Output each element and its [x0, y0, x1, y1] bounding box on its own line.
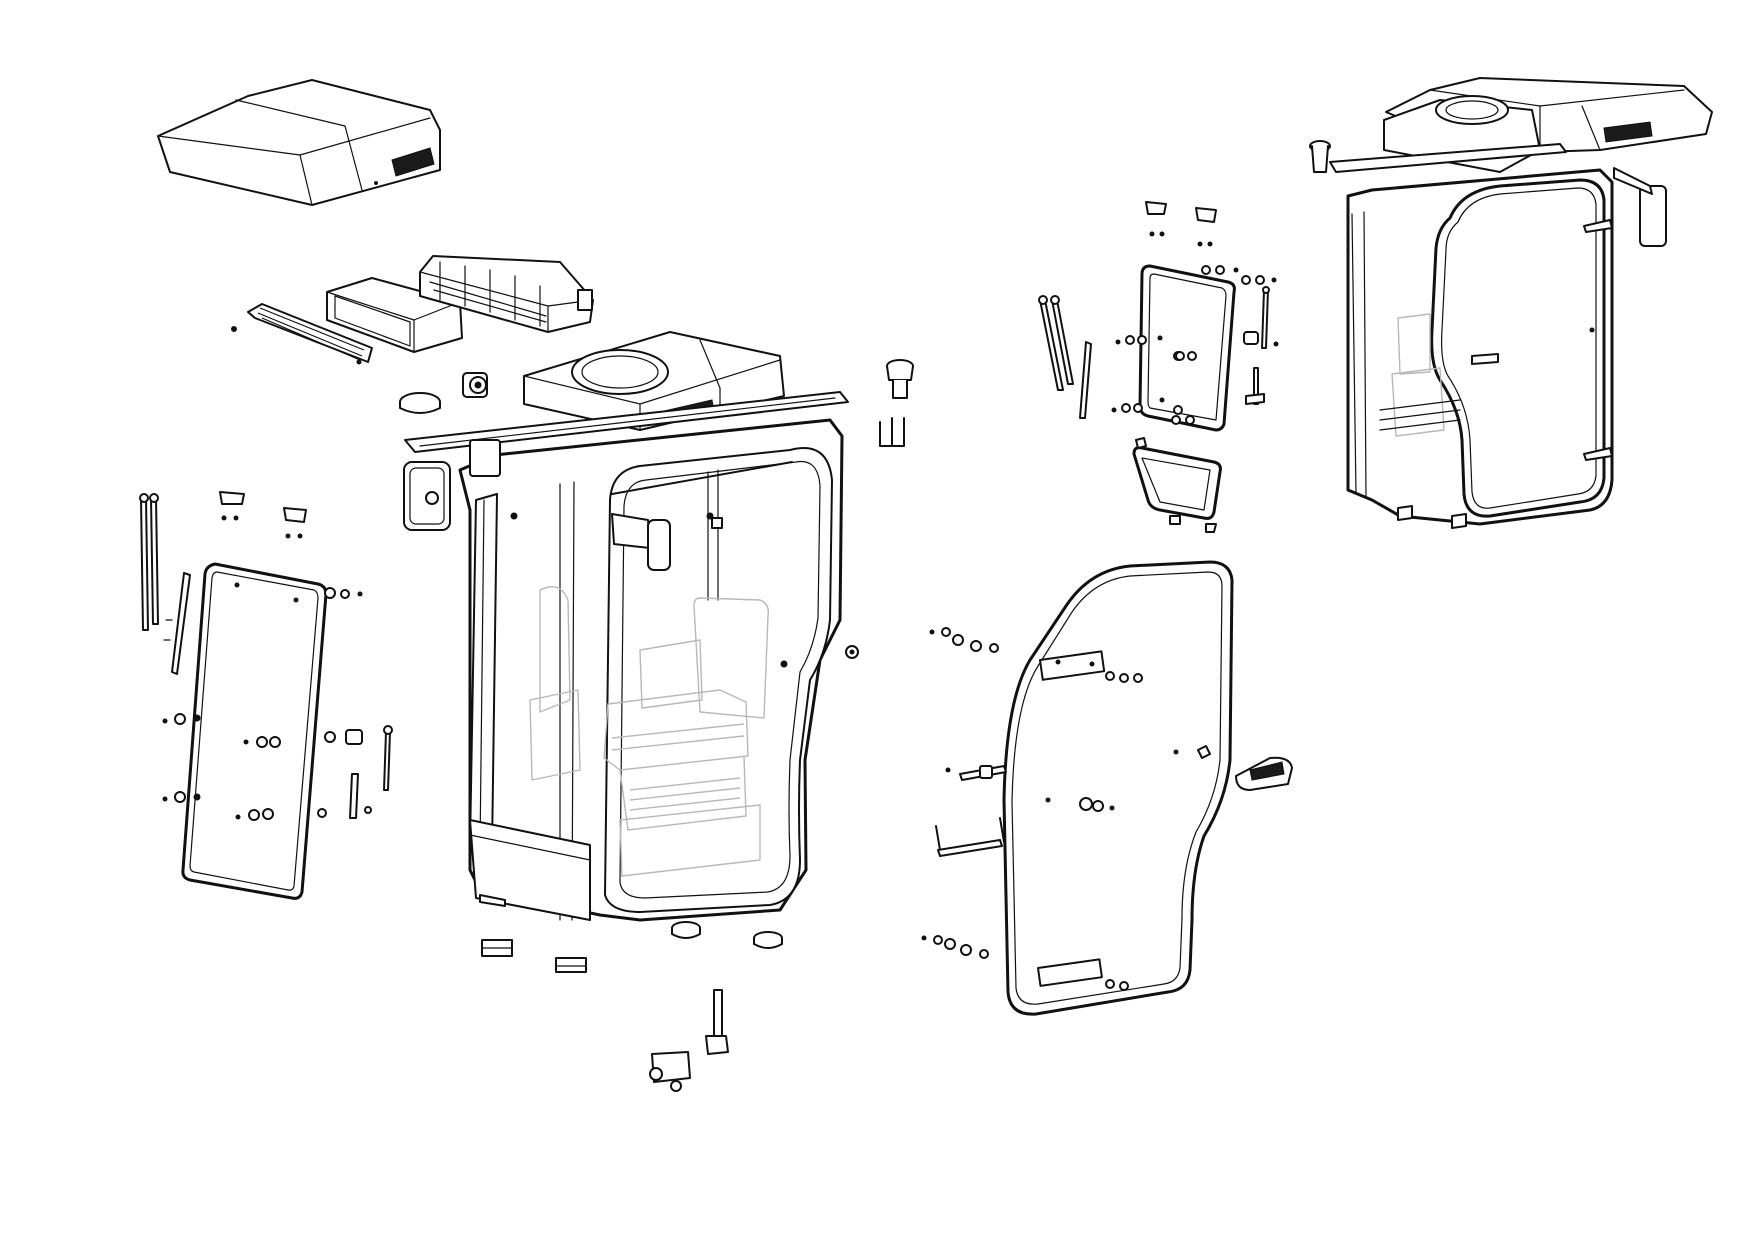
- beacon-light: [879, 359, 914, 447]
- dome-cap: [399, 392, 441, 414]
- right-wiper-arms: [1038, 295, 1092, 419]
- roof-hood: [157, 79, 441, 206]
- intake-grille: [231, 303, 373, 365]
- door-panel: [1002, 560, 1234, 1016]
- left-window-fasteners: [162, 587, 393, 821]
- cab-mounts: [481, 921, 783, 973]
- left-window-brackets: [219, 491, 307, 539]
- side-bolt: [845, 645, 859, 659]
- door-fasteners: [921, 627, 1143, 991]
- left-side-window: [181, 562, 328, 900]
- right-window-fasteners: [1111, 265, 1279, 425]
- operator-seat: [529, 586, 770, 877]
- right-window-brackets: [1145, 201, 1217, 247]
- control-lever: [649, 989, 729, 1092]
- right-side-window: [1138, 264, 1236, 432]
- left-wiper-arms: [139, 493, 191, 675]
- assembled-cab: [1309, 77, 1713, 529]
- fan-motor: [462, 372, 488, 398]
- blower-unit: [419, 255, 594, 333]
- cab-frame: [403, 331, 849, 922]
- small-window-pane: [1132, 437, 1222, 533]
- door-handle: [1235, 756, 1293, 791]
